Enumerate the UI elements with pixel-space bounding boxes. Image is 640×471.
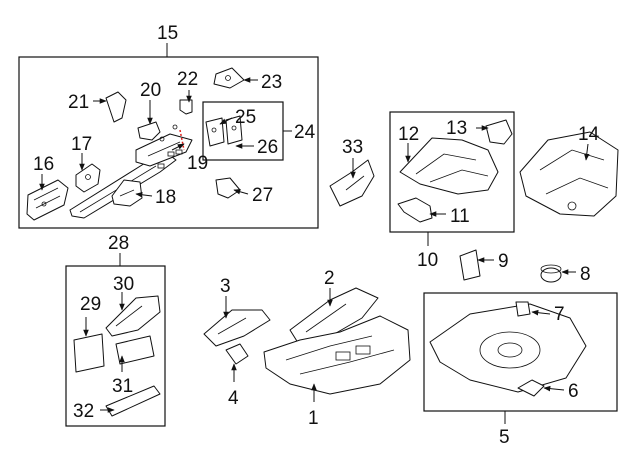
callout-30: 30	[113, 274, 134, 295]
callout-13: 13	[446, 118, 467, 139]
group-box-10	[389, 111, 515, 233]
part-7-bracket[interactable]	[515, 301, 531, 317]
callout-26: 26	[257, 137, 278, 158]
callout-32: 32	[73, 401, 94, 422]
callout-16: 16	[33, 154, 54, 175]
callout-10: 10	[417, 250, 438, 271]
part-1-floor-pan[interactable]	[263, 315, 411, 395]
callout-18: 18	[155, 187, 176, 208]
part-30-bracket[interactable]	[105, 295, 161, 337]
callout-31: 31	[112, 376, 133, 397]
callout-4: 4	[228, 388, 239, 409]
callout-5: 5	[499, 427, 510, 448]
part-20-reinforcement[interactable]	[137, 121, 161, 141]
group-box-5	[423, 292, 618, 412]
callout-28: 28	[108, 233, 129, 254]
callout-29: 29	[80, 294, 101, 315]
callout-21: 21	[68, 92, 89, 113]
callout-6: 6	[568, 381, 579, 402]
group-box-28	[65, 265, 166, 427]
part-23-plate[interactable]	[213, 67, 245, 89]
part-12-floor-pan[interactable]	[399, 137, 499, 195]
part-14-floor-section[interactable]	[519, 131, 619, 217]
part-21-bracket[interactable]	[105, 91, 127, 123]
part-16-rear-bracket[interactable]	[26, 179, 69, 221]
part-26-bracket[interactable]	[225, 115, 243, 145]
part-31-bracket[interactable]	[115, 335, 155, 365]
group-box-15	[18, 56, 319, 229]
part-13-bracket[interactable]	[485, 119, 513, 145]
callout-17: 17	[71, 134, 92, 155]
part-33-bracket[interactable]	[329, 159, 375, 207]
callout-15: 15	[157, 23, 178, 44]
part-25-bracket[interactable]	[205, 117, 225, 147]
part-5-spare-tire-pan[interactable]	[429, 303, 587, 393]
callout-33: 33	[342, 137, 363, 158]
part-18-bracket[interactable]	[111, 179, 143, 207]
part-9-bracket[interactable]	[459, 249, 481, 281]
part-29-panel[interactable]	[73, 333, 105, 373]
part-19-crossmember[interactable]	[135, 124, 193, 169]
part-8-bumper[interactable]	[540, 264, 562, 283]
part-11-bracket[interactable]	[397, 197, 433, 223]
callout-20: 20	[140, 80, 161, 101]
callout-2: 2	[324, 268, 335, 289]
callout-8: 8	[580, 264, 591, 285]
callout-3: 3	[220, 276, 231, 297]
part-27-bracket[interactable]	[215, 177, 241, 199]
part-22-bracket[interactable]	[179, 99, 193, 115]
callout-9: 9	[498, 251, 509, 272]
callout-14: 14	[578, 124, 600, 145]
callout-27: 27	[252, 185, 273, 206]
callout-12: 12	[398, 124, 419, 145]
callout-7: 7	[554, 304, 565, 325]
part-17-mount[interactable]	[75, 163, 101, 193]
callout-19: 19	[187, 153, 208, 174]
part-3-member[interactable]	[203, 309, 271, 347]
part-4-bracket[interactable]	[225, 343, 249, 365]
callout-23: 23	[261, 72, 282, 93]
callout-1: 1	[308, 408, 319, 429]
callout-25: 25	[235, 107, 256, 128]
callout-11: 11	[450, 206, 470, 227]
callout-24: 24	[294, 122, 316, 143]
callout-22: 22	[177, 69, 198, 90]
